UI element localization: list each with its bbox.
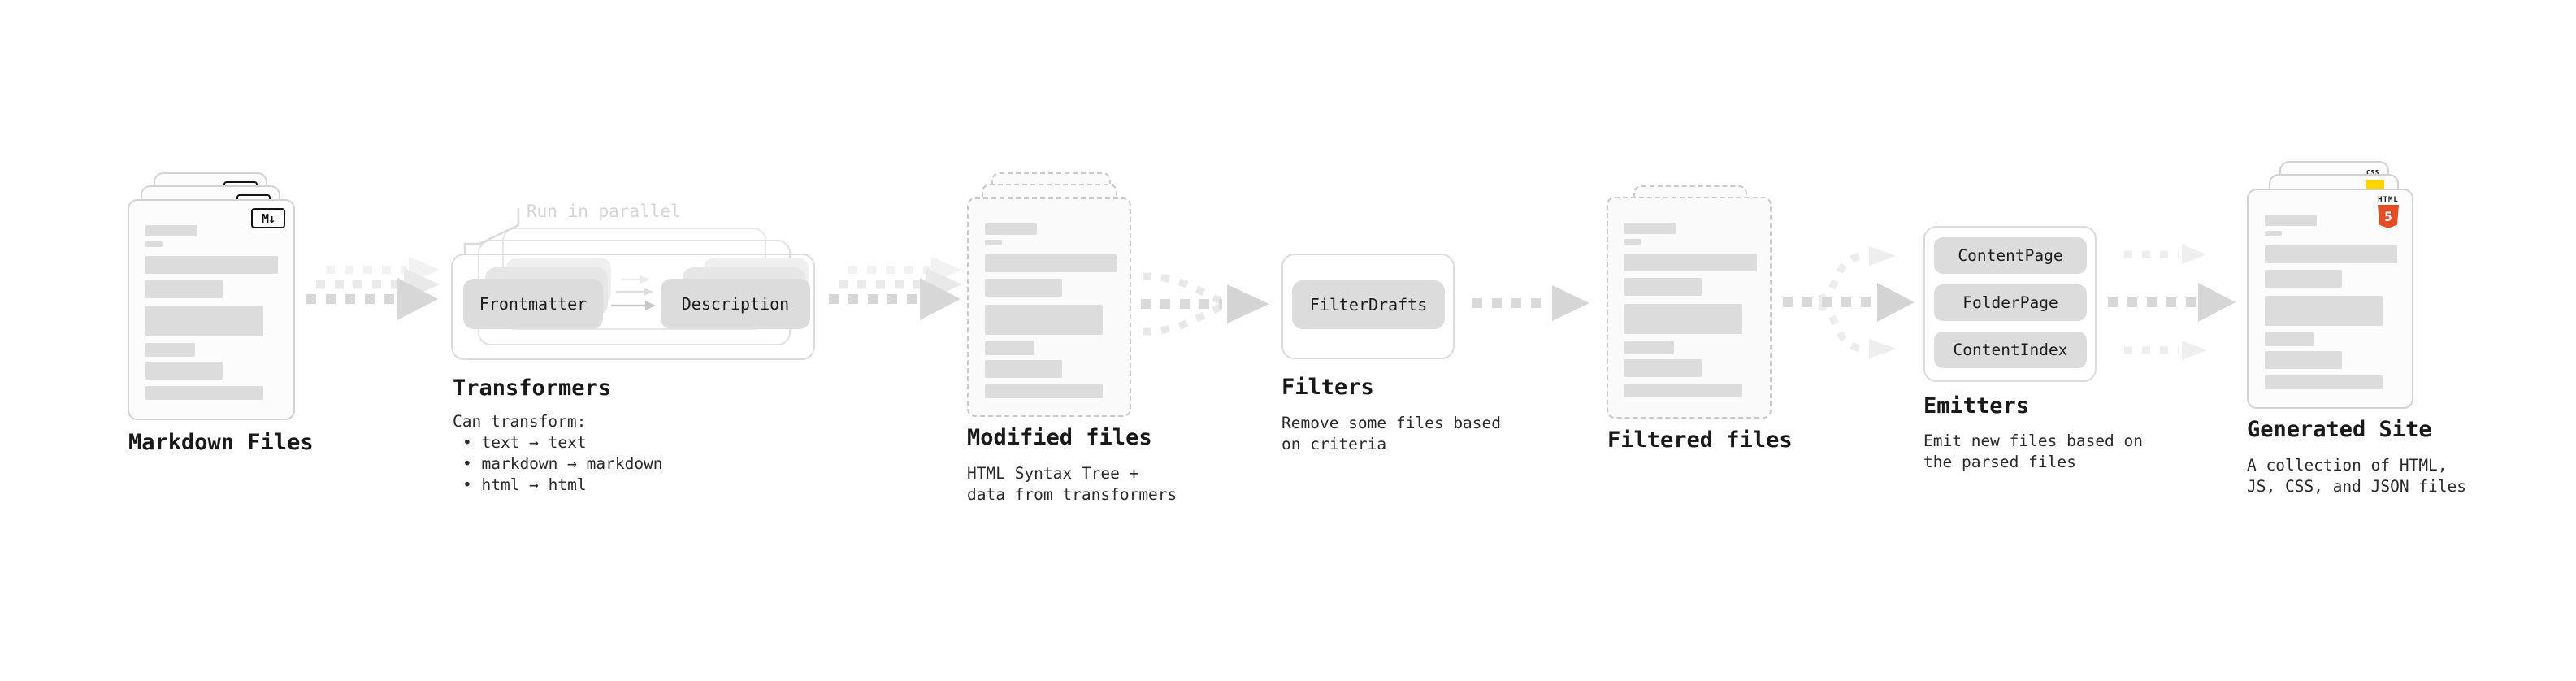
generated-site-stack: CSS HTML 5 [2247,161,2413,409]
content-bar [2265,215,2317,226]
content-bar [1624,359,1702,377]
emitter-node-folderpage: FolderPage [1934,284,2087,321]
modified-files-stack [967,172,1131,417]
arrow-merge-modified-to-filters [1141,272,1269,336]
content-bar [985,279,1062,297]
parallel-arrows [611,275,656,310]
transformers-label: Transformers [453,375,612,401]
arrow-emitters-to-generated [2108,245,2236,360]
caption-line: • markdown → markdown [462,454,663,473]
content-bar [2265,296,2383,326]
caption-line: on criteria [1281,435,1387,453]
arrow-markdown-to-transformers [306,257,440,320]
modified-file-card-front [967,197,1131,417]
transformer-lane-front [451,254,815,360]
markdown-files-stack: M↓ M↓ M↓ [128,172,295,420]
emitters-container [1923,226,2097,382]
content-bar [1624,384,1742,397]
filter-node-filterdrafts: FilterDrafts [1292,280,1445,329]
content-bar [1624,239,1641,245]
filtered-file-card-front [1607,197,1772,419]
emitter-node-contentpage: ContentPage [1934,237,2087,274]
html5-icon: HTML 5 [2374,196,2402,228]
caption-line: Remove some files based [1281,414,1502,432]
content-bar [145,225,197,236]
content-bar [2265,270,2342,288]
markdown-icon: M↓ [251,208,285,228]
content-bar [145,241,163,247]
emitter-node-contentindex: ContentIndex [1934,332,2087,368]
content-bar [2265,375,2383,389]
filtered-files-stack [1607,185,1772,419]
transformer-node-frontmatter: Frontmatter [463,279,603,329]
content-bar [985,254,1117,272]
caption-line: • text → text [462,433,587,452]
content-bar [145,306,263,336]
content-bar [2265,351,2342,369]
generated-site-caption: A collection of HTML, JS, CSS, and JSON … [2247,455,2466,497]
caption-line: Can transform: [453,412,587,431]
javascript-icon [2366,180,2384,191]
run-in-parallel-annotation: Run in parallel [527,202,681,221]
content-bar [145,362,223,380]
content-bar [985,223,1037,235]
content-bar [1624,254,1757,271]
content-bar [145,280,223,298]
content-bar [985,305,1103,335]
content-bar [1624,223,1676,234]
transformers-caption: Can transform: • text → text • markdown … [453,411,663,496]
content-bar [2265,231,2282,236]
content-bar [2265,245,2397,263]
content-bar [985,384,1103,398]
content-bar [2265,332,2314,346]
generated-file-card-html: HTML 5 [2247,189,2413,409]
content-bar [145,343,195,357]
arrow-transformers-to-modified [829,257,962,320]
filters-container [1281,254,1455,359]
modified-files-label: Modified files [967,425,1152,450]
content-bar [985,341,1034,355]
transformer-node-description: Description [661,279,810,329]
markdown-files-label: Markdown Files [128,430,314,455]
content-bar [1624,278,1702,296]
arrow-split-filtered-to-emitters [1783,246,1915,358]
markdown-file-card-front: M↓ [128,199,295,420]
caption-line: • html → html [462,475,587,494]
filtered-files-label: Filtered files [1607,427,1793,453]
emitters-label: Emitters [1923,393,2030,419]
caption-line: data from transformers [967,485,1177,504]
emitters-caption: Emit new files based on the parsed files [1923,431,2143,473]
content-bar [1624,340,1674,354]
caption-line: the parsed files [1923,453,2076,471]
caption-line: A collection of HTML, [2247,456,2448,475]
content-bar [145,386,263,400]
annotation-leader-line [463,208,520,254]
content-bar [1624,304,1742,334]
arrow-filters-to-filtered [1472,285,1589,321]
filters-label: Filters [1281,375,1374,400]
caption-line: HTML Syntax Tree + [967,464,1139,483]
caption-line: JS, CSS, and JSON files [2247,477,2467,496]
modified-files-caption: HTML Syntax Tree + data from transformer… [967,463,1177,505]
content-bar [985,360,1062,378]
content-bar [985,240,1002,245]
content-bar [145,256,278,274]
generated-site-label: Generated Site [2247,417,2432,442]
filters-caption: Remove some files based on criteria [1281,413,1501,455]
caption-line: Emit new files based on [1923,432,2144,450]
